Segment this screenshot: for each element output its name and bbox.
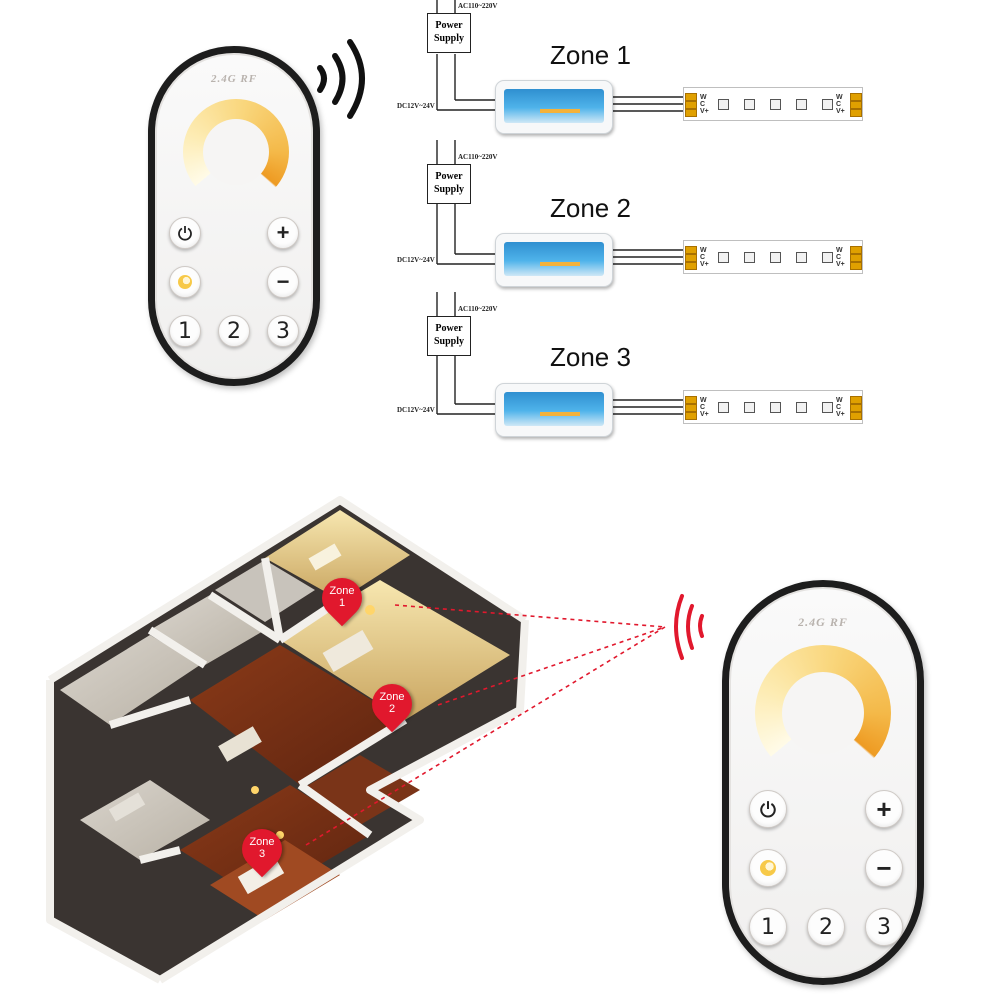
power-supply-2: Power Supply xyxy=(427,164,471,204)
remote-control-bottom: 2.4G RF + − 1 2 3 xyxy=(722,580,924,985)
led-controller-1 xyxy=(495,80,613,134)
ac-input-label: AC110~220V xyxy=(458,305,498,313)
plus-icon: + xyxy=(876,793,892,824)
power-icon xyxy=(760,801,776,818)
minus-icon: − xyxy=(276,269,290,294)
power-button[interactable] xyxy=(169,217,201,249)
color-temp-button[interactable] xyxy=(169,266,201,298)
led-controller-2 xyxy=(495,233,613,287)
minus-icon: − xyxy=(876,852,892,883)
zone-1-button[interactable]: 1 xyxy=(169,315,201,347)
power-supply-1: Power Supply xyxy=(427,13,471,53)
color-temp-button[interactable] xyxy=(749,849,787,887)
zone-3-title: Zone 3 xyxy=(550,342,631,372)
dc-output-label: DC12V~24V xyxy=(397,406,435,414)
zone-3-button[interactable]: 3 xyxy=(865,908,903,946)
zone-1-title: Zone 1 xyxy=(550,40,631,70)
brightness-up-button[interactable]: + xyxy=(865,790,903,828)
wiring-lines xyxy=(436,0,684,415)
zone-2-button[interactable]: 2 xyxy=(807,908,845,946)
zone-1-button[interactable]: 1 xyxy=(749,908,787,946)
zone-3-button[interactable]: 3 xyxy=(267,315,299,347)
zone-2-title: Zone 2 xyxy=(550,193,631,223)
color-temperature-wheel[interactable] xyxy=(183,99,289,205)
brightness-up-button[interactable]: + xyxy=(267,217,299,249)
dc-output-label: DC12V~24V xyxy=(397,256,435,264)
brightness-down-button[interactable]: − xyxy=(267,266,299,298)
power-icon xyxy=(178,226,192,241)
brightness-down-button[interactable]: − xyxy=(865,849,903,887)
power-supply-3: Power Supply xyxy=(427,316,471,356)
plus-icon: + xyxy=(276,220,290,245)
zone-1-marker-label: Zone 1 xyxy=(329,585,355,609)
wireless-signal-icon xyxy=(317,39,365,119)
zone-3-marker-label: Zone 3 xyxy=(249,836,275,860)
rf-label: 2.4G RF xyxy=(798,615,848,629)
wireless-signal-icon-red xyxy=(674,594,704,660)
rf-label: 2.4G RF xyxy=(210,73,258,85)
color-temperature-wheel[interactable] xyxy=(755,645,891,781)
power-button[interactable] xyxy=(749,790,787,828)
zone-2-button[interactable]: 2 xyxy=(218,315,250,347)
remote-control-top: 2.4G RF + − 1 2 3 xyxy=(148,46,320,386)
ac-input-label: AC110~220V xyxy=(458,153,498,161)
led-controller-3 xyxy=(495,383,613,437)
warm-light-icon xyxy=(760,860,776,876)
dc-output-label: DC12V~24V xyxy=(397,102,435,110)
warm-light-icon xyxy=(178,275,192,289)
ac-input-label: AC110~220V xyxy=(458,2,498,10)
zone-2-marker-label: Zone 2 xyxy=(379,691,405,715)
